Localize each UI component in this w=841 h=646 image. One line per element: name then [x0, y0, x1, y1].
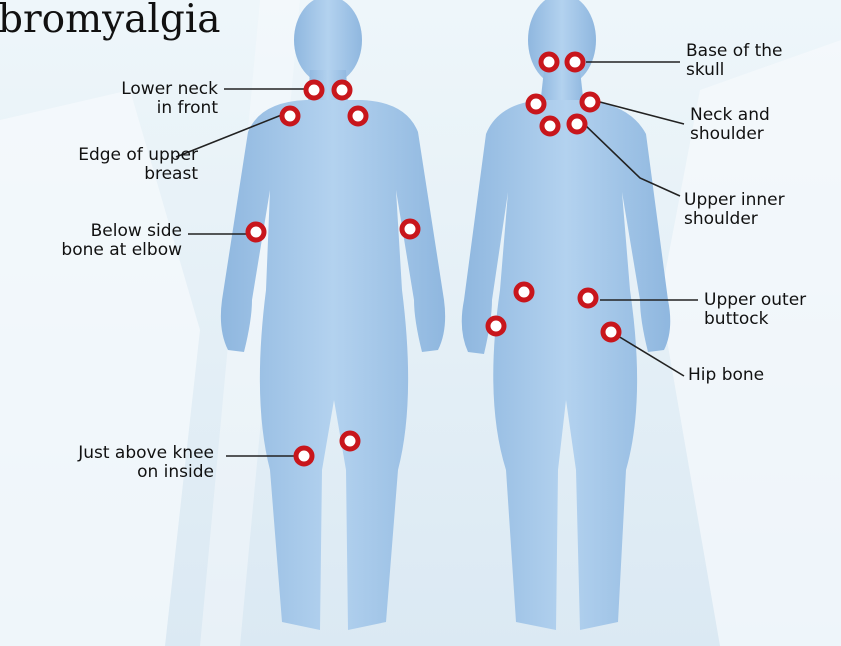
point-lower-neck-right: [334, 82, 350, 98]
label-lower-neck: Lower neck in front: [84, 80, 218, 118]
point-elbow-right: [402, 221, 418, 237]
point-knee-right: [342, 433, 358, 449]
label-line: shoulder: [690, 125, 836, 144]
label-line: Edge of upper: [4, 146, 198, 165]
point-buttock-right: [580, 290, 596, 306]
point-hip-right: [603, 324, 619, 340]
label-hip: Hip bone: [688, 366, 828, 385]
point-hip-left: [488, 318, 504, 334]
label-line: buttock: [704, 310, 838, 329]
label-line: breast: [4, 165, 198, 184]
point-inner-shoulder-right: [569, 116, 585, 132]
label-line: on inside: [14, 463, 214, 482]
label-line: Below side: [4, 222, 182, 241]
point-knee-left: [296, 448, 312, 464]
label-line: skull: [686, 61, 836, 80]
point-elbow-left: [248, 224, 264, 240]
label-skull: Base of the skull: [686, 42, 836, 80]
point-upper-breast-left: [282, 108, 298, 124]
label-elbow: Below side bone at elbow: [4, 222, 182, 260]
label-line: shoulder: [684, 210, 836, 229]
label-upper-breast: Edge of upper breast: [4, 146, 198, 184]
point-inner-shoulder-left: [542, 118, 558, 134]
label-line: Just above knee: [14, 444, 214, 463]
label-line: Upper outer: [704, 291, 838, 310]
label-line: bone at elbow: [4, 241, 182, 260]
label-line: Hip bone: [688, 366, 828, 385]
label-line: Neck and: [690, 106, 836, 125]
label-line: in front: [84, 99, 218, 118]
label-neck-shoulder: Neck and shoulder: [690, 106, 836, 144]
point-neck-shoulder-right: [582, 94, 598, 110]
label-line: Upper inner: [684, 191, 836, 210]
label-line: Lower neck: [84, 80, 218, 99]
point-neck-shoulder-left: [528, 96, 544, 112]
label-buttock: Upper outer buttock: [704, 291, 838, 329]
point-skull-left: [541, 54, 557, 70]
label-line: Base of the: [686, 42, 836, 61]
page-title: bromyalgia: [0, 0, 221, 44]
label-inner-shoulder: Upper inner shoulder: [684, 191, 836, 229]
point-lower-neck-left: [306, 82, 322, 98]
point-skull-right: [567, 54, 583, 70]
label-knee: Just above knee on inside: [14, 444, 214, 482]
point-upper-breast-right: [350, 108, 366, 124]
point-buttock-left: [516, 284, 532, 300]
